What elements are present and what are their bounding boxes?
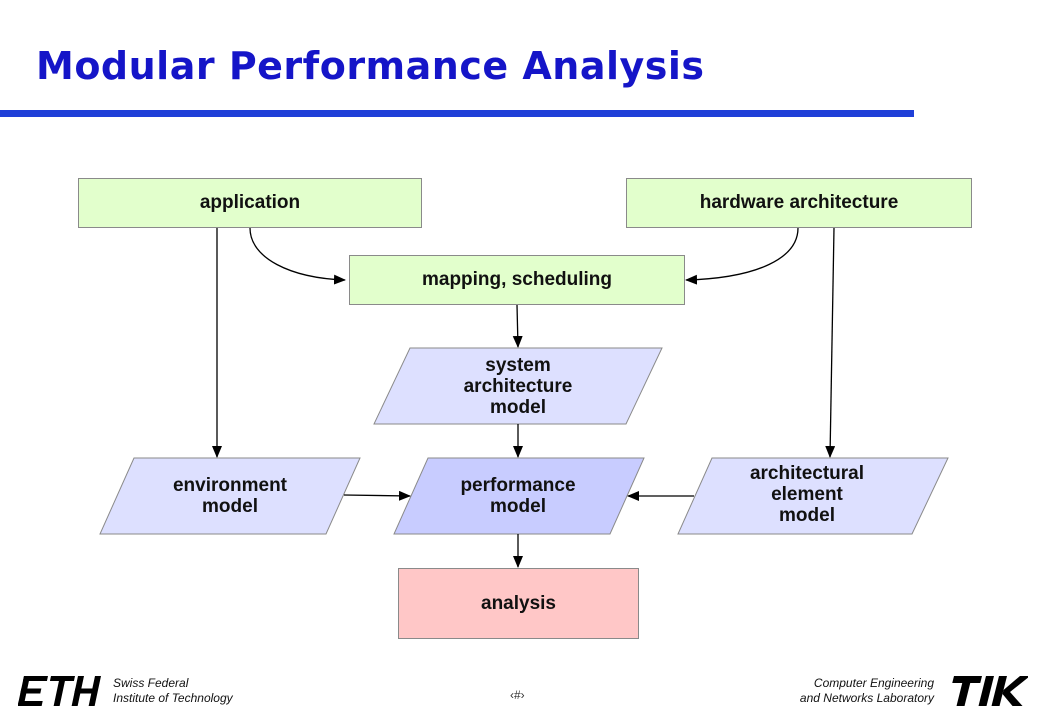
system-architecture-model-label: system architecture model [463,354,573,418]
mapping-scheduling-box: mapping, scheduling [349,255,685,305]
title-underline [0,110,914,117]
mapping-scheduling-label: mapping, scheduling [421,269,612,290]
hardware-architecture-label: hardware architecture [699,192,899,213]
analysis-box: analysis [398,568,639,639]
arrow-application-to-mapping [249,227,346,285]
arrow-hardware-to-mapping [685,227,799,285]
performance-model-shape [393,457,645,535]
system-architecture-model-shape [373,347,663,425]
institute-name: Swiss Federal Institute of Technology [113,676,233,706]
environment-model-label: environment model [172,475,288,517]
arrow-hardware-to-architectural-element-model [825,227,836,458]
laboratory-line-2: and Networks Laboratory [799,691,934,705]
tik-logo [952,676,1028,706]
laboratory-name: Computer Engineering and Networks Labora… [752,676,934,706]
slide-title: Modular Performance Analysis [36,44,705,88]
eth-logo [18,676,101,706]
institute-line-2: Institute of Technology [113,691,233,705]
performance-model-label: performance model [460,475,576,517]
hardware-architecture-box: hardware architecture [626,178,972,228]
analysis-label: analysis [481,592,556,614]
institute-line-1: Swiss Federal [113,676,189,690]
application-box: application [78,178,422,228]
arrow-environment-to-performance-model [343,490,411,501]
page-number: ‹#› [510,688,525,702]
architectural-element-model-shape [677,457,949,535]
laboratory-line-1: Computer Engineering [813,676,934,690]
environment-model-shape [99,457,361,535]
arrow-mapping-to-system-model [512,304,523,348]
architectural-element-model-label: architectural element model [749,462,865,526]
application-label: application [199,192,301,213]
